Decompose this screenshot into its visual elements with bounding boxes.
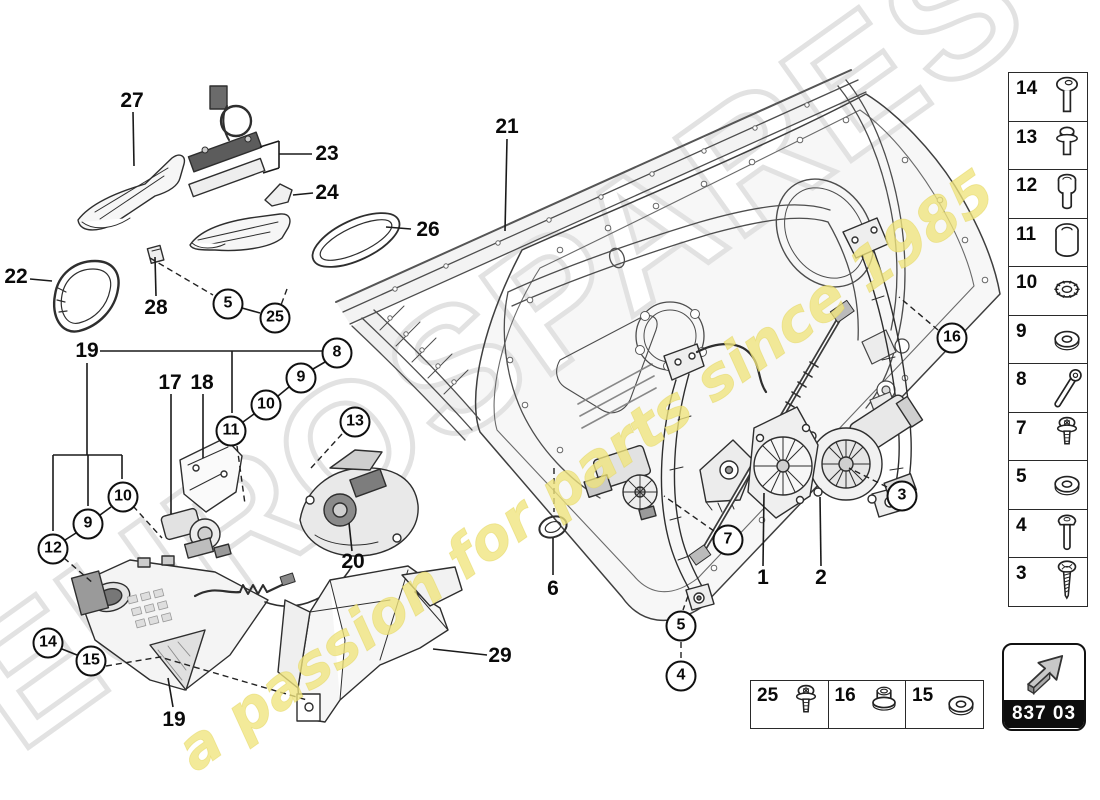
part-29-bracket [277, 565, 463, 723]
fastener-cell-13: 13 [1008, 120, 1088, 171]
star-washer-icon [1054, 280, 1080, 299]
torx-screw-icon [1056, 416, 1078, 445]
washer-icon [1054, 475, 1080, 496]
fastener-cell-14: 14 [1008, 72, 1088, 122]
legend-cell-16: 16 [827, 680, 907, 729]
part-label-1: 1 [757, 566, 769, 589]
part-group-code: 837 03 [1004, 700, 1084, 728]
part-label-21: 21 [495, 115, 519, 138]
fastener-cell-7: 7 [1008, 411, 1088, 462]
fastener-number: 3 [1016, 563, 1027, 584]
part-6-grommet [538, 515, 568, 539]
part-label-24: 24 [315, 181, 339, 204]
part-group-box: 837 03 [1002, 643, 1086, 731]
part-19-carrier [70, 555, 269, 691]
callout-circle-10: 10 [250, 389, 282, 421]
dashed-leader-lines [63, 257, 939, 701]
fastener-number: 25 [757, 685, 779, 706]
callout-circle-13: 13 [339, 406, 371, 438]
button-screw-icon [1056, 76, 1078, 113]
fastener-cell-3: 3 [1008, 557, 1088, 607]
part-24-end-cap [264, 183, 293, 207]
direction-arrow-icon [1004, 645, 1084, 700]
part-17-motor [160, 507, 232, 559]
part-26-gasket [311, 212, 401, 268]
callout-circle-25: 25 [259, 302, 291, 334]
callout-circle-9: 9 [72, 508, 104, 540]
part-label-2: 2 [815, 566, 827, 589]
callout-circle-15: 15 [75, 645, 107, 677]
part-label-28: 28 [144, 296, 168, 319]
fastener-number: 16 [834, 685, 856, 706]
part-27-handle-base [77, 154, 186, 231]
exploded-parts [52, 85, 924, 723]
callout-circle-5: 5 [665, 610, 697, 642]
part-22-cover [52, 259, 120, 333]
fastener-number: 8 [1016, 369, 1027, 390]
legend-cell-15: 15 [905, 680, 984, 729]
callout-circle-4: 4 [665, 660, 697, 692]
cap-screw-icon [1057, 173, 1077, 210]
part-label-20: 20 [341, 550, 365, 573]
part-handle-grip [189, 213, 291, 252]
part-label-17: 17 [158, 371, 182, 394]
legend-cell-25: 25 [750, 680, 829, 729]
door-line-art [335, 69, 1001, 622]
callout-circle-8: 8 [321, 337, 353, 369]
long-bolt-icon [1054, 368, 1082, 408]
part-23-sensor-module [187, 85, 266, 198]
flange-nut-icon [871, 686, 896, 711]
fastener-cell-10: 10 [1008, 266, 1088, 316]
part-label-29: 29 [488, 644, 512, 667]
fastener-sidebar: 14 13 12 11 10 9 8 7 5 4 3 [1008, 72, 1088, 607]
callout-circle-11: 11 [215, 415, 247, 447]
tapping-screw-icon [1057, 560, 1077, 600]
fastener-legend: 25 16 15 [750, 680, 984, 729]
fastener-number: 12 [1016, 175, 1038, 196]
part-label-6: 6 [547, 577, 559, 600]
leader-lines [29, 111, 822, 708]
fastener-number: 14 [1016, 78, 1038, 99]
fastener-number: 4 [1016, 514, 1027, 536]
fastener-number: 11 [1016, 223, 1037, 245]
callout-circle-14: 14 [32, 627, 64, 659]
callout-circle-5: 5 [212, 288, 244, 320]
part-label-22: 22 [4, 265, 28, 288]
bushing-icon [1055, 222, 1079, 257]
fastener-number: 13 [1016, 126, 1038, 148]
fastener-cell-9: 9 [1008, 314, 1088, 365]
callout-circle-10: 10 [107, 481, 139, 513]
part-bowden-cable [193, 565, 353, 607]
pan-screw-icon [1057, 514, 1077, 550]
callout-circle-12: 12 [37, 533, 69, 565]
torx-screw-icon [795, 684, 817, 713]
callout-circle-3: 3 [886, 480, 918, 512]
part-20-latch [299, 449, 419, 557]
washer-icon [1054, 330, 1080, 350]
callout-circle-7: 7 [712, 524, 744, 556]
flange-screw-icon [1056, 126, 1078, 155]
fastener-cell-4: 4 [1008, 508, 1088, 559]
fastener-cell-11: 11 [1008, 217, 1088, 268]
fastener-number: 7 [1016, 417, 1027, 439]
fastener-number: 10 [1016, 272, 1038, 293]
part-label-23: 23 [315, 142, 339, 165]
fastener-cell-12: 12 [1008, 169, 1088, 219]
fastener-cell-8: 8 [1008, 363, 1088, 413]
fastener-number: 9 [1016, 320, 1027, 342]
washer-icon [948, 695, 974, 716]
fastener-number: 15 [912, 685, 934, 706]
callout-circle-16: 16 [936, 322, 968, 354]
part-label-27: 27 [120, 89, 144, 112]
callout-circle-9: 9 [285, 362, 317, 394]
part-label-19: 19 [75, 339, 99, 362]
part-label-19: 19 [162, 708, 186, 731]
fastener-cell-5: 5 [1008, 460, 1088, 510]
part-label-18: 18 [190, 371, 214, 394]
fastener-number: 5 [1016, 466, 1027, 487]
part-label-26: 26 [416, 218, 440, 241]
